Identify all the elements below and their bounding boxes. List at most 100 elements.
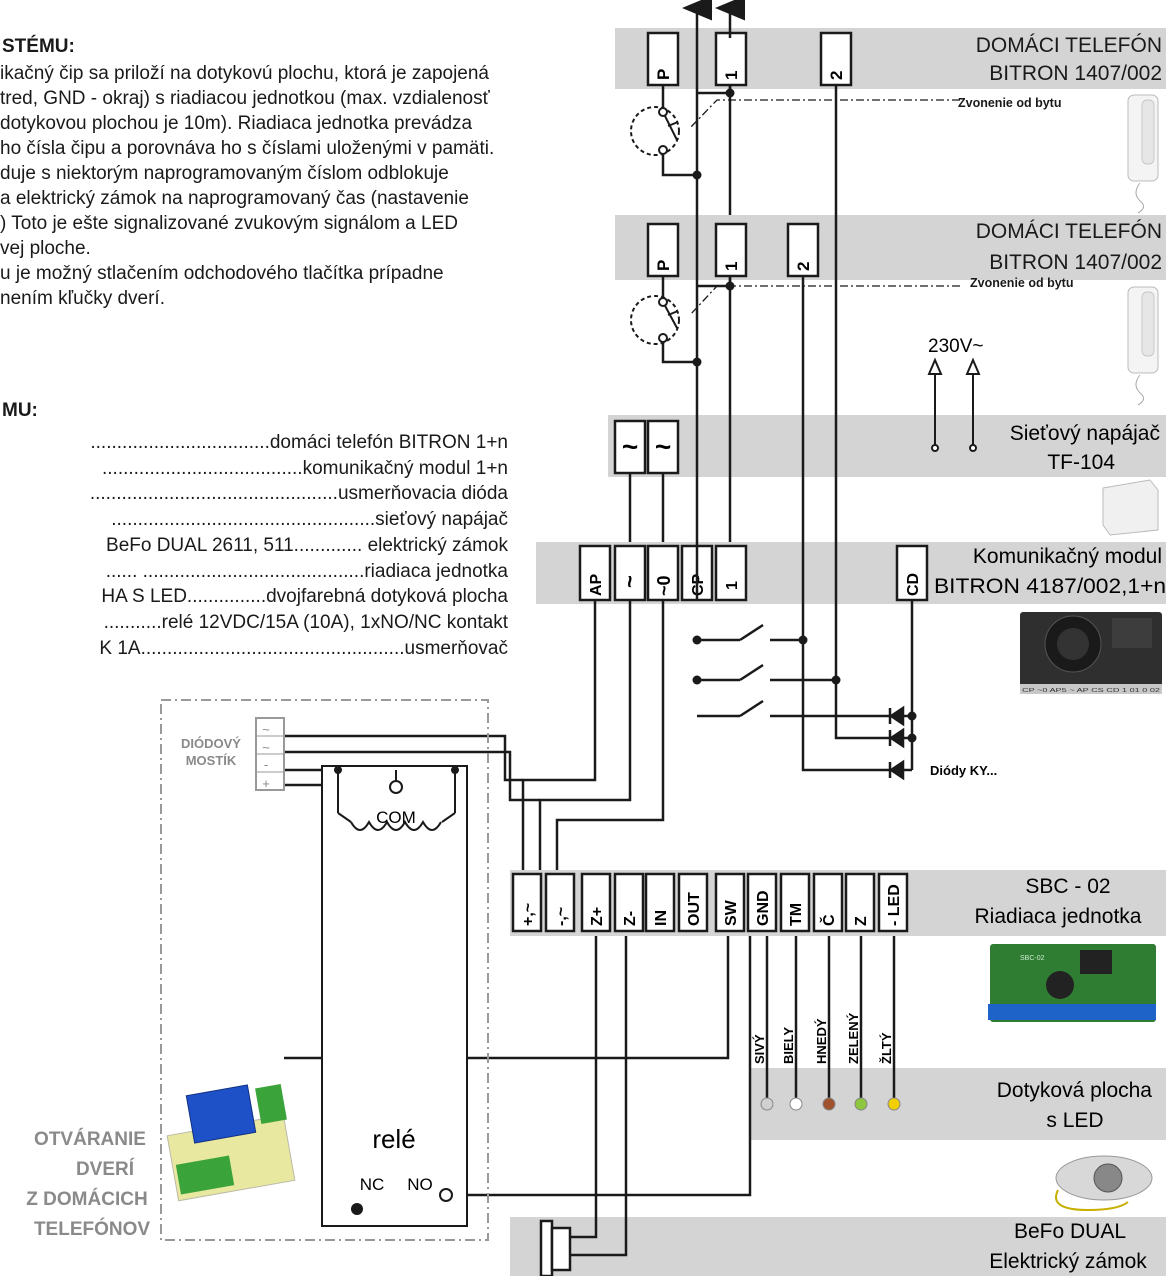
parts-list-item: BeFo DUAL 2611, 511............. elektri… bbox=[106, 534, 508, 556]
sbc-terminal-label: IN bbox=[653, 910, 670, 926]
relay-no-contact bbox=[439, 1188, 453, 1202]
sbc-terminal-box bbox=[812, 872, 844, 933]
side-label-2: DVERÍ bbox=[76, 1158, 135, 1180]
sbc-terminal-box bbox=[844, 872, 876, 933]
sbc-terminal-label: - LED bbox=[886, 884, 903, 926]
touch-wire-end bbox=[887, 1097, 901, 1111]
lock-picture-icon bbox=[1055, 1155, 1153, 1212]
module-picture-icon: CP ~0 AP5 ~ AP CS CD 1 01 0 02 bbox=[1020, 612, 1162, 694]
diodes-label: Diódy KY... bbox=[930, 763, 997, 778]
touch-wire-label: HNEDÝ bbox=[814, 1018, 829, 1064]
sbc-terminal-label: -,~ bbox=[553, 907, 570, 926]
touch-wire-end bbox=[822, 1097, 836, 1111]
relay-nc: NC bbox=[360, 1175, 385, 1194]
module-term-1: 1 bbox=[724, 581, 741, 590]
sbc-terminal-box bbox=[544, 872, 576, 933]
phone1-term-2: 2 bbox=[827, 71, 846, 80]
psu-voltage: 230V~ bbox=[928, 336, 983, 357]
bridge-term-ac2: ~ bbox=[262, 740, 270, 755]
touch-wire-label: ZELENÝ bbox=[846, 1012, 861, 1064]
sbc-title: SBC - 02 bbox=[1025, 875, 1110, 898]
lock-symbol bbox=[539, 1219, 572, 1276]
lock-title: BeFo DUAL bbox=[1014, 1220, 1126, 1243]
relay-label: relé bbox=[372, 1124, 415, 1154]
relay-no: NO bbox=[407, 1175, 433, 1194]
sbc-terminal-box bbox=[877, 872, 909, 933]
parts-heading: MU: bbox=[2, 400, 38, 421]
module-term-ac0: ~0 bbox=[654, 575, 674, 596]
sbc-terminal-label: Z+ bbox=[589, 907, 606, 926]
touch-wire-end bbox=[760, 1097, 774, 1111]
sbc-terminal-box bbox=[580, 872, 612, 933]
relay-nc-contact bbox=[351, 1203, 363, 1215]
phone2-title: DOMÁCI TELEFÓN bbox=[976, 220, 1162, 243]
parts-list-item: ...... .................................… bbox=[105, 560, 508, 582]
sbc-terminal-box bbox=[779, 872, 811, 933]
sbc-terminal-box bbox=[511, 872, 543, 933]
psu-picture-icon bbox=[1102, 479, 1159, 536]
psu-title: Sieťový napájač bbox=[1010, 422, 1160, 445]
sbc-terminal-box bbox=[677, 872, 709, 933]
sbc-terminal-label: +,~ bbox=[520, 903, 537, 926]
phone2-terminals: P 1 2 bbox=[646, 222, 820, 278]
touch-wire-label: BIELY bbox=[781, 1027, 796, 1064]
phone2-model: BITRON 1407/002 bbox=[989, 251, 1162, 274]
diode-bridge: ~ ~ - + bbox=[255, 717, 285, 791]
sbc-terminal-label: SW bbox=[723, 899, 740, 926]
psu-terminals: ~ ~ bbox=[613, 419, 680, 475]
phone2-term-p: P bbox=[654, 260, 673, 271]
touch-bar bbox=[750, 1068, 1166, 1140]
side-label-3: Z DOMÁCICH bbox=[26, 1188, 147, 1210]
parts-list-item: ...........relé 12VDC/15A (10A), 1xNO/NC… bbox=[103, 611, 508, 633]
description-line: u je možný stlačením odchodového tlačítk… bbox=[0, 263, 444, 284]
description-line: ho čísla čipu a porovnáva ho s číslami u… bbox=[0, 138, 495, 159]
junction-dots bbox=[692, 88, 917, 743]
wires bbox=[284, 0, 914, 1257]
parts-list-item: ........................................… bbox=[111, 509, 508, 531]
phone1-bar bbox=[615, 28, 1166, 89]
relay-body bbox=[321, 765, 468, 1227]
psu-term-1: ~ bbox=[622, 431, 638, 462]
sbc-terminal-box bbox=[613, 872, 645, 933]
phone2-term-1: 1 bbox=[722, 262, 741, 271]
psu-term-2: ~ bbox=[655, 431, 671, 462]
sbc-terminal-label: Z- bbox=[622, 911, 639, 926]
ring-signal-lines bbox=[689, 99, 960, 316]
parts-list-item: ......................................ko… bbox=[101, 457, 508, 479]
sbc-terminal-label: OUT bbox=[686, 892, 703, 926]
module-term-cp: CP bbox=[690, 573, 707, 596]
sbc-picture-icon: SBC-02 bbox=[988, 944, 1156, 1022]
sbc-terminal-box bbox=[746, 872, 778, 933]
bridge-label-2: MOSTÍK bbox=[186, 753, 237, 768]
phone2-picture-icon bbox=[1127, 286, 1159, 406]
sbc-terminal-label: GND bbox=[755, 890, 772, 926]
phone1-title: DOMÁCI TELEFÓN bbox=[976, 34, 1162, 57]
psu-model: TF-104 bbox=[1047, 451, 1115, 474]
description-line: nením kľučky dverí. bbox=[0, 288, 165, 309]
touch-wire-label: ŽLTÝ bbox=[879, 1032, 894, 1064]
bridge-label-1: DIÓDOVÝ bbox=[181, 736, 241, 751]
module-term-ac: ~ bbox=[617, 575, 642, 588]
lock-bar bbox=[510, 1217, 1166, 1276]
side-label-1: OTVÁRANIE bbox=[34, 1128, 146, 1150]
phone2-term-2: 2 bbox=[794, 262, 813, 271]
parts-list-item: HA S LED...............dvojfarebná dotyk… bbox=[101, 586, 508, 608]
description-line: vej ploche. bbox=[0, 238, 91, 259]
phone1-picture-icon bbox=[1127, 94, 1159, 214]
bridge-term-minus: - bbox=[264, 757, 268, 772]
description-line: ) Toto je ešte signalizované zvukovým si… bbox=[0, 213, 458, 234]
module-model: BITRON 4187/002,1+n bbox=[934, 575, 1166, 598]
sbc-terminal-label: Z bbox=[853, 916, 870, 926]
touch-wire-end bbox=[789, 1097, 803, 1111]
module-pcb-label: CP ~0 AP5 ~ AP CS CD 1 01 0 02 bbox=[1022, 688, 1160, 694]
phone1-ring-label: Zvonenie od bytu bbox=[958, 96, 1061, 110]
touch-subtitle: s LED bbox=[1046, 1109, 1103, 1132]
bridge-term-ac1: ~ bbox=[262, 722, 270, 737]
module-term-cd: CD bbox=[905, 573, 922, 596]
sbc-terminal-box bbox=[714, 872, 746, 933]
parts-list-item: ..................................domáci… bbox=[90, 432, 508, 453]
touch-wire-end bbox=[854, 1097, 868, 1111]
